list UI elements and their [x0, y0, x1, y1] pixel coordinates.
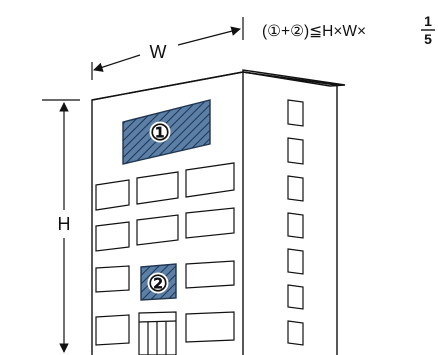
width-arrow-right: [177, 26, 241, 46]
formula-expression: (①+②)≦H×W×: [262, 23, 366, 40]
width-dimension: [91, 17, 244, 80]
side-window: [287, 137, 304, 165]
height-dimension: [42, 99, 80, 353]
window: [185, 311, 235, 343]
building: [91, 69, 346, 355]
window: [95, 265, 130, 293]
front-windows: [95, 162, 235, 346]
entrance-door: [138, 311, 177, 355]
area-2-badge: [147, 272, 169, 294]
side-window: [287, 248, 304, 275]
roof-outline: [91, 69, 346, 101]
area-2: ②: [140, 263, 177, 301]
side-windows: [287, 99, 304, 346]
window: [185, 207, 235, 239]
width-arrow-left: [93, 54, 141, 72]
formula: (①+②)≦H×W× 1 5: [262, 13, 435, 47]
side-window: [287, 284, 304, 310]
side-window: [287, 99, 304, 127]
area-1-badge: [149, 121, 171, 143]
formula-fraction-denominator: 5: [424, 31, 432, 47]
side-window: [287, 320, 304, 346]
width-label: W: [150, 42, 167, 62]
height-label: H: [58, 214, 71, 234]
formula-fraction-numerator: 1: [424, 13, 432, 29]
side-window: [287, 212, 304, 239]
door-top: [138, 320, 177, 323]
window: [136, 171, 179, 205]
window: [95, 179, 130, 211]
area-1: ①: [122, 99, 211, 165]
window: [185, 260, 235, 289]
side-window: [287, 175, 304, 202]
window: [136, 214, 179, 246]
area-2-label: ②: [148, 271, 168, 296]
window: [95, 314, 130, 346]
side-face-outline: [242, 71, 338, 355]
window: [185, 162, 235, 198]
area-1-label: ①: [150, 120, 170, 145]
window: [95, 221, 130, 252]
